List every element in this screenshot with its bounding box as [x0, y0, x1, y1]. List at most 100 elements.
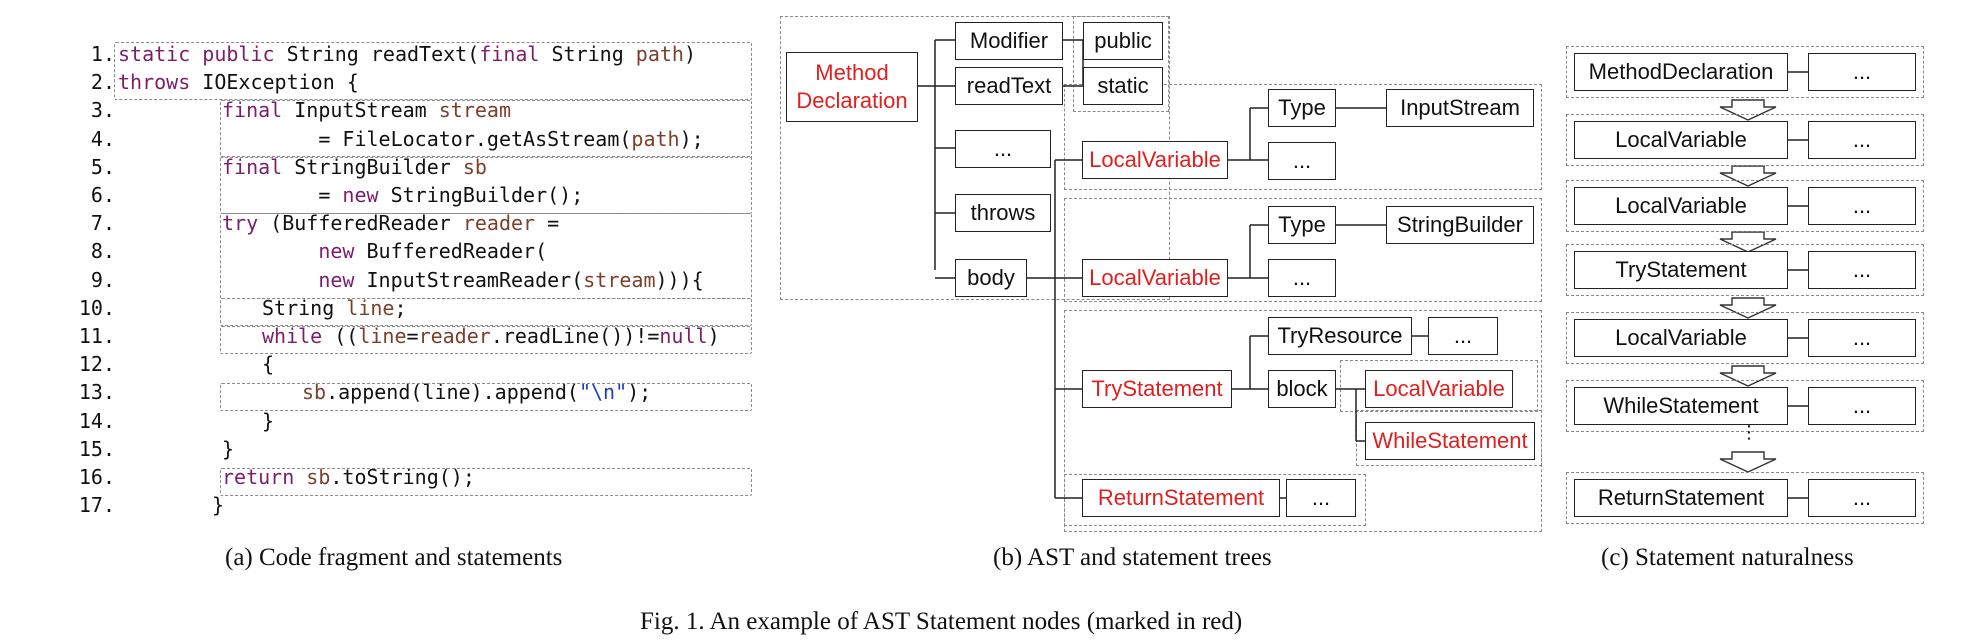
line-number: 2.	[90, 70, 115, 95]
code-token: (BufferedReader	[258, 211, 463, 236]
throws-node: throws	[955, 194, 1051, 232]
line-number: 1.	[90, 42, 115, 66]
statement-group	[1073, 16, 1169, 112]
continuation-dots: ⋮	[1740, 422, 1758, 443]
code-token: =	[222, 183, 343, 207]
code-token: StringBuilder();	[378, 183, 584, 207]
code-line: return sb.toString();	[222, 463, 475, 491]
code-token: BufferedReader(	[354, 239, 548, 264]
line-number: 12.	[78, 352, 115, 377]
code-token: path	[635, 42, 684, 66]
flow-arrow	[1719, 297, 1777, 319]
line-number: 10.	[78, 295, 115, 320]
code-token: final	[479, 42, 540, 66]
code-token: stream	[583, 267, 656, 292]
code-token: String	[262, 295, 347, 320]
code-token: ;	[394, 295, 407, 320]
statement-name-node: LocalVariable	[1574, 121, 1788, 159]
code-token: sb	[306, 465, 331, 489]
statement-group	[1566, 244, 1924, 296]
ellipsis-node: ...	[1286, 479, 1356, 517]
code-line: {	[262, 350, 274, 378]
ellipsis-node: ...	[1808, 387, 1916, 425]
code-token: =	[535, 211, 560, 236]
statement-group	[1064, 198, 1542, 302]
code-line: static public String readText(final Stri…	[118, 40, 696, 68]
statement-group	[1566, 380, 1924, 432]
code-line: }	[262, 407, 274, 435]
method-declaration-node: Method Declaration	[786, 52, 918, 122]
line-number: 16.	[78, 465, 115, 489]
code-token: path	[631, 126, 680, 151]
ellipsis-node: ...	[1808, 187, 1916, 225]
code-token: ))){	[655, 267, 704, 292]
code-token: InputStreamReader(	[354, 267, 584, 292]
try-statement-node: TryStatement	[1082, 370, 1232, 408]
line-number: 17.	[78, 493, 115, 518]
code-line: String line;	[262, 294, 407, 322]
flow-arrow	[1719, 365, 1777, 387]
statement-name-node: TryStatement	[1574, 251, 1788, 289]
line-number: 15.	[78, 436, 115, 461]
local-variable-node: LocalVariable	[1365, 370, 1513, 408]
flow-arrow	[1719, 99, 1777, 121]
block-node: block	[1268, 370, 1336, 408]
code-token: sb	[302, 380, 327, 405]
local-variable-node: LocalVariable	[1082, 141, 1228, 179]
code-token: sb	[462, 154, 487, 179]
code-token: ((	[322, 324, 359, 348]
code-token: }	[212, 493, 225, 518]
type-node: Type	[1268, 206, 1336, 244]
code-token: = FileLocator.getAsStream(	[222, 126, 632, 151]
code-line: new InputStreamReader(stream))){	[222, 266, 704, 294]
code-token: throws	[118, 70, 191, 95]
code-token: final	[222, 98, 283, 123]
ellipsis-node: ...	[1268, 259, 1336, 297]
statement-group	[1566, 312, 1924, 364]
statement-name-node: WhileStatement	[1574, 387, 1788, 425]
statement-box	[220, 100, 752, 158]
code-line: = new StringBuilder();	[222, 181, 583, 209]
figure-caption: Fig. 1. An example of AST Statement node…	[640, 608, 1243, 635]
ellipsis-node: ...	[1808, 53, 1916, 91]
code-token: );	[627, 380, 652, 405]
return-statement-node: ReturnStatement	[1082, 479, 1280, 517]
code-token: reader	[418, 324, 491, 348]
code-token: return	[222, 465, 295, 489]
modifier-node: Modifier	[955, 22, 1063, 60]
body-node: body	[955, 259, 1027, 297]
line-number: 11.	[78, 324, 115, 348]
ellipsis-node: ...	[1808, 121, 1916, 159]
line-number: 5.	[90, 154, 115, 179]
code-token: "\n"	[578, 380, 628, 405]
code-line: }	[222, 435, 234, 463]
statement-group	[1340, 360, 1538, 412]
statement-box	[220, 383, 752, 411]
statement-name-node: ReturnStatement	[1574, 479, 1788, 517]
code-token: while	[262, 324, 323, 348]
flow-arrow	[1719, 451, 1777, 473]
code-token: new	[342, 183, 379, 207]
code-line: final InputStream stream	[222, 96, 511, 124]
code-token: .readLine())!=	[490, 324, 660, 348]
code-line: while ((line=reader.readLine())!=null)	[262, 322, 720, 350]
code-token: .toString();	[330, 465, 475, 489]
statement-group	[1064, 474, 1366, 526]
code-token: String	[539, 42, 636, 66]
code-token: )	[683, 42, 697, 66]
statement-group	[1566, 46, 1924, 98]
code-token: null	[659, 324, 708, 348]
stringbuilder-node: StringBuilder	[1386, 206, 1534, 244]
caption-c: (c) Statement naturalness	[1601, 544, 1854, 571]
ellipsis-node: ...	[1268, 142, 1336, 180]
statement-group	[1566, 180, 1924, 232]
caption-a: (a) Code fragment and statements	[225, 544, 563, 571]
line-number: 9.	[90, 267, 115, 292]
ellipsis-node: ...	[955, 130, 1051, 168]
code-token: );	[679, 126, 704, 151]
code-token: }	[262, 408, 275, 433]
code-token: reader	[462, 211, 536, 236]
code-line: new BufferedReader(	[222, 237, 547, 265]
code-token: StringBuilder	[282, 154, 463, 179]
statement-box	[220, 298, 752, 326]
